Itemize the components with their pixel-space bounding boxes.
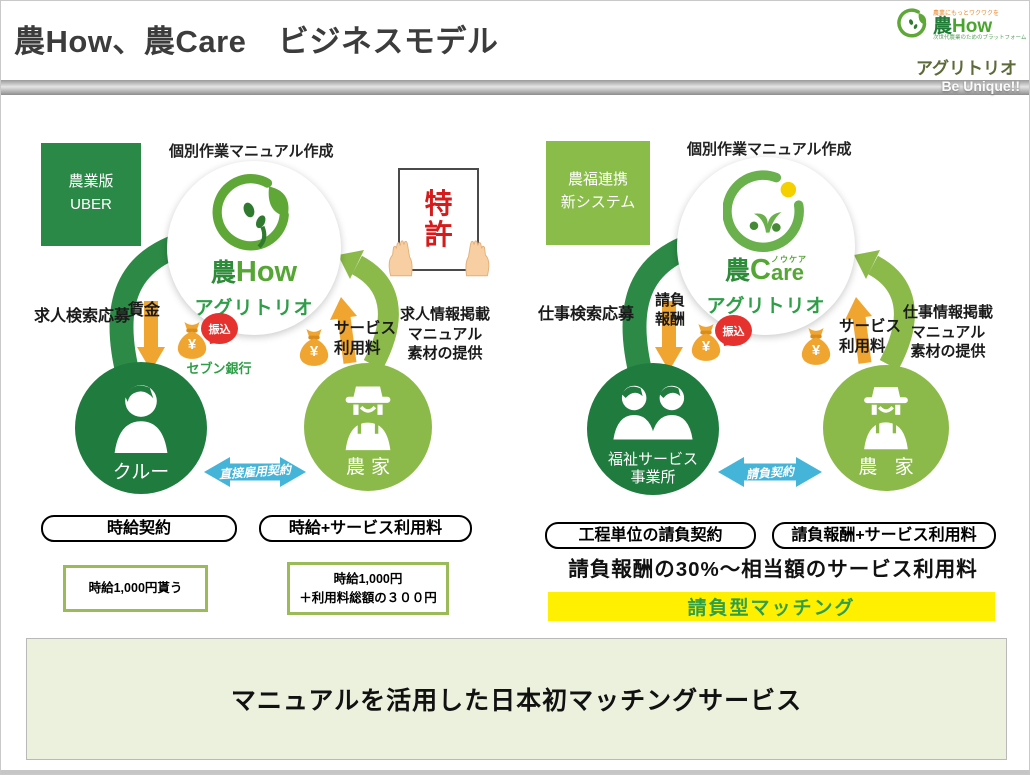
badge-agri-uber: 農業版 UBER <box>41 143 141 246</box>
transfer-badge: 振込 <box>201 313 238 344</box>
nouhow-logo: 農業にもっとワクワクを 農How 次世代農業のためのプラットフォーム <box>897 8 1026 45</box>
company-tagline: Be Unique!! <box>941 78 1020 94</box>
farmer-circle: 農 家 <box>823 365 949 491</box>
arrow-farmer-to-hub <box>351 255 399 370</box>
pill-hourly-plus-fee: 時給+サービス利用料 <box>259 515 472 542</box>
nouhow-hub-icon <box>212 173 296 262</box>
company-name: アグリトリオ <box>915 59 1017 78</box>
pill-process-contract: 工程単位の請負契約 <box>545 522 756 549</box>
fee-note: 請負報酬の30%～相当額のサービス利用料 <box>568 558 978 581</box>
money-bag-icon: ¥ <box>689 323 723 361</box>
page-title: 農How、農Care ビジネスモデル <box>14 24 499 59</box>
right-top-label: 個別作業マニュアル作成 <box>687 141 852 158</box>
patent-paper: 特 許 <box>398 168 479 271</box>
logo-slogan-top: 農業にもっとワクワクを <box>933 10 1000 17</box>
wage-label: 賃金 <box>128 302 161 319</box>
farmer-circle: 農家 <box>304 363 432 491</box>
right-servicefee-label: サービス 利用料 <box>839 318 902 356</box>
logo-slogan-bottom: 次世代農業のためのプラットフォーム <box>933 35 1027 42</box>
page-bottom-edge <box>1 770 1029 774</box>
note-crew-pay: 時給1,000円貰う <box>63 565 208 612</box>
note-farmer-pay: 時給1,000円 ＋利用料総額の３００円 <box>287 562 449 615</box>
hand-right-icon <box>459 232 493 283</box>
arrow-farmer2-to-hub <box>867 255 915 370</box>
right-search-label: 仕事検索応募 <box>538 306 635 323</box>
logo-brand: 農How <box>933 16 993 38</box>
farmer-label: 農家 <box>345 457 396 478</box>
left-search-label: 求人検索応募 <box>34 308 131 325</box>
money-bag-icon: ¥ <box>799 327 833 365</box>
pill-fee-plus-service: 請負報酬+サービス利用料 <box>772 522 996 549</box>
farmer-label: 農 家 <box>858 457 920 478</box>
pill-hourly-contract: 時給契約 <box>41 515 237 542</box>
money-bag-icon: ¥ <box>175 321 209 359</box>
two-people-icon <box>603 381 703 452</box>
noucare-hub-icon <box>722 169 809 260</box>
badge-noufuku: 農福連携 新システム <box>546 141 650 245</box>
person-icon <box>97 372 185 465</box>
matching-highlight: 請負型マッチング <box>548 592 995 621</box>
arrow-servicefee2-up <box>852 316 872 364</box>
noucare-agritrio: アグリトリオ <box>706 296 826 317</box>
right-info-label: 仕事情報掲載 マニュアル 素材の提供 <box>902 304 993 360</box>
farmer-icon <box>325 371 411 462</box>
patent-label: 特 許 <box>424 187 453 250</box>
left-servicefee-label: サービス 利用料 <box>334 320 397 358</box>
bottom-banner: マニュアルを活用した日本初マッチングサービス <box>26 638 1007 760</box>
left-top-label: 個別作業マニュアル作成 <box>169 143 334 160</box>
farmer-icon <box>844 372 928 461</box>
crew-label: クルー <box>112 462 170 483</box>
hand-left-icon <box>385 232 419 283</box>
nouhow-brand: 農How <box>210 256 298 288</box>
transfer-badge: 振込 <box>715 315 752 346</box>
welfare-office-circle: 福祉サービス 事業所 <box>587 363 719 495</box>
money-bag-icon: ¥ <box>297 328 331 366</box>
crew-circle: クルー <box>75 362 207 494</box>
welfare-office-label: 福祉サービス 事業所 <box>607 450 698 487</box>
header-divider <box>1 80 1029 95</box>
arrow-servicefee-up <box>337 316 357 364</box>
fee-label: 請負 報酬 <box>654 292 685 328</box>
bottom-banner-text: マニュアルを活用した日本初マッチングサービス <box>230 687 803 715</box>
bank-label: セブン銀行 <box>186 361 252 376</box>
nouhow-hub: 農How アグリトリオ <box>167 161 341 335</box>
left-info-label: 求人情報掲載 マニュアル 素材の提供 <box>399 306 490 362</box>
nouhow-logo-icon <box>897 8 929 45</box>
